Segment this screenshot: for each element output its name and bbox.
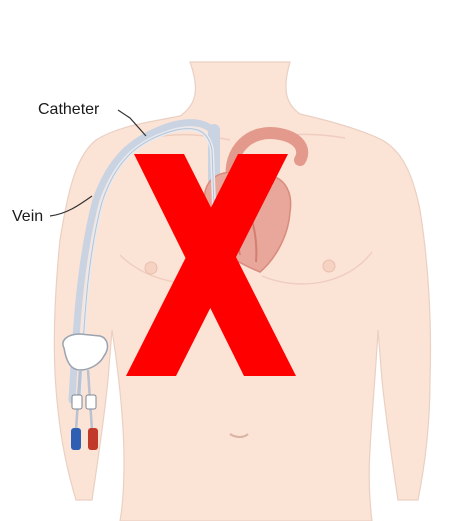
lumen-cap-blue — [71, 428, 81, 450]
catheter-label: Catheter — [38, 101, 100, 118]
nipple-right — [323, 260, 335, 272]
lumen-clamp-blue — [72, 395, 82, 409]
vein-label: Vein — [12, 208, 43, 225]
nipple-left — [145, 262, 157, 274]
lumen-cap-red — [88, 428, 98, 450]
lumen-clamp-red — [86, 395, 96, 409]
